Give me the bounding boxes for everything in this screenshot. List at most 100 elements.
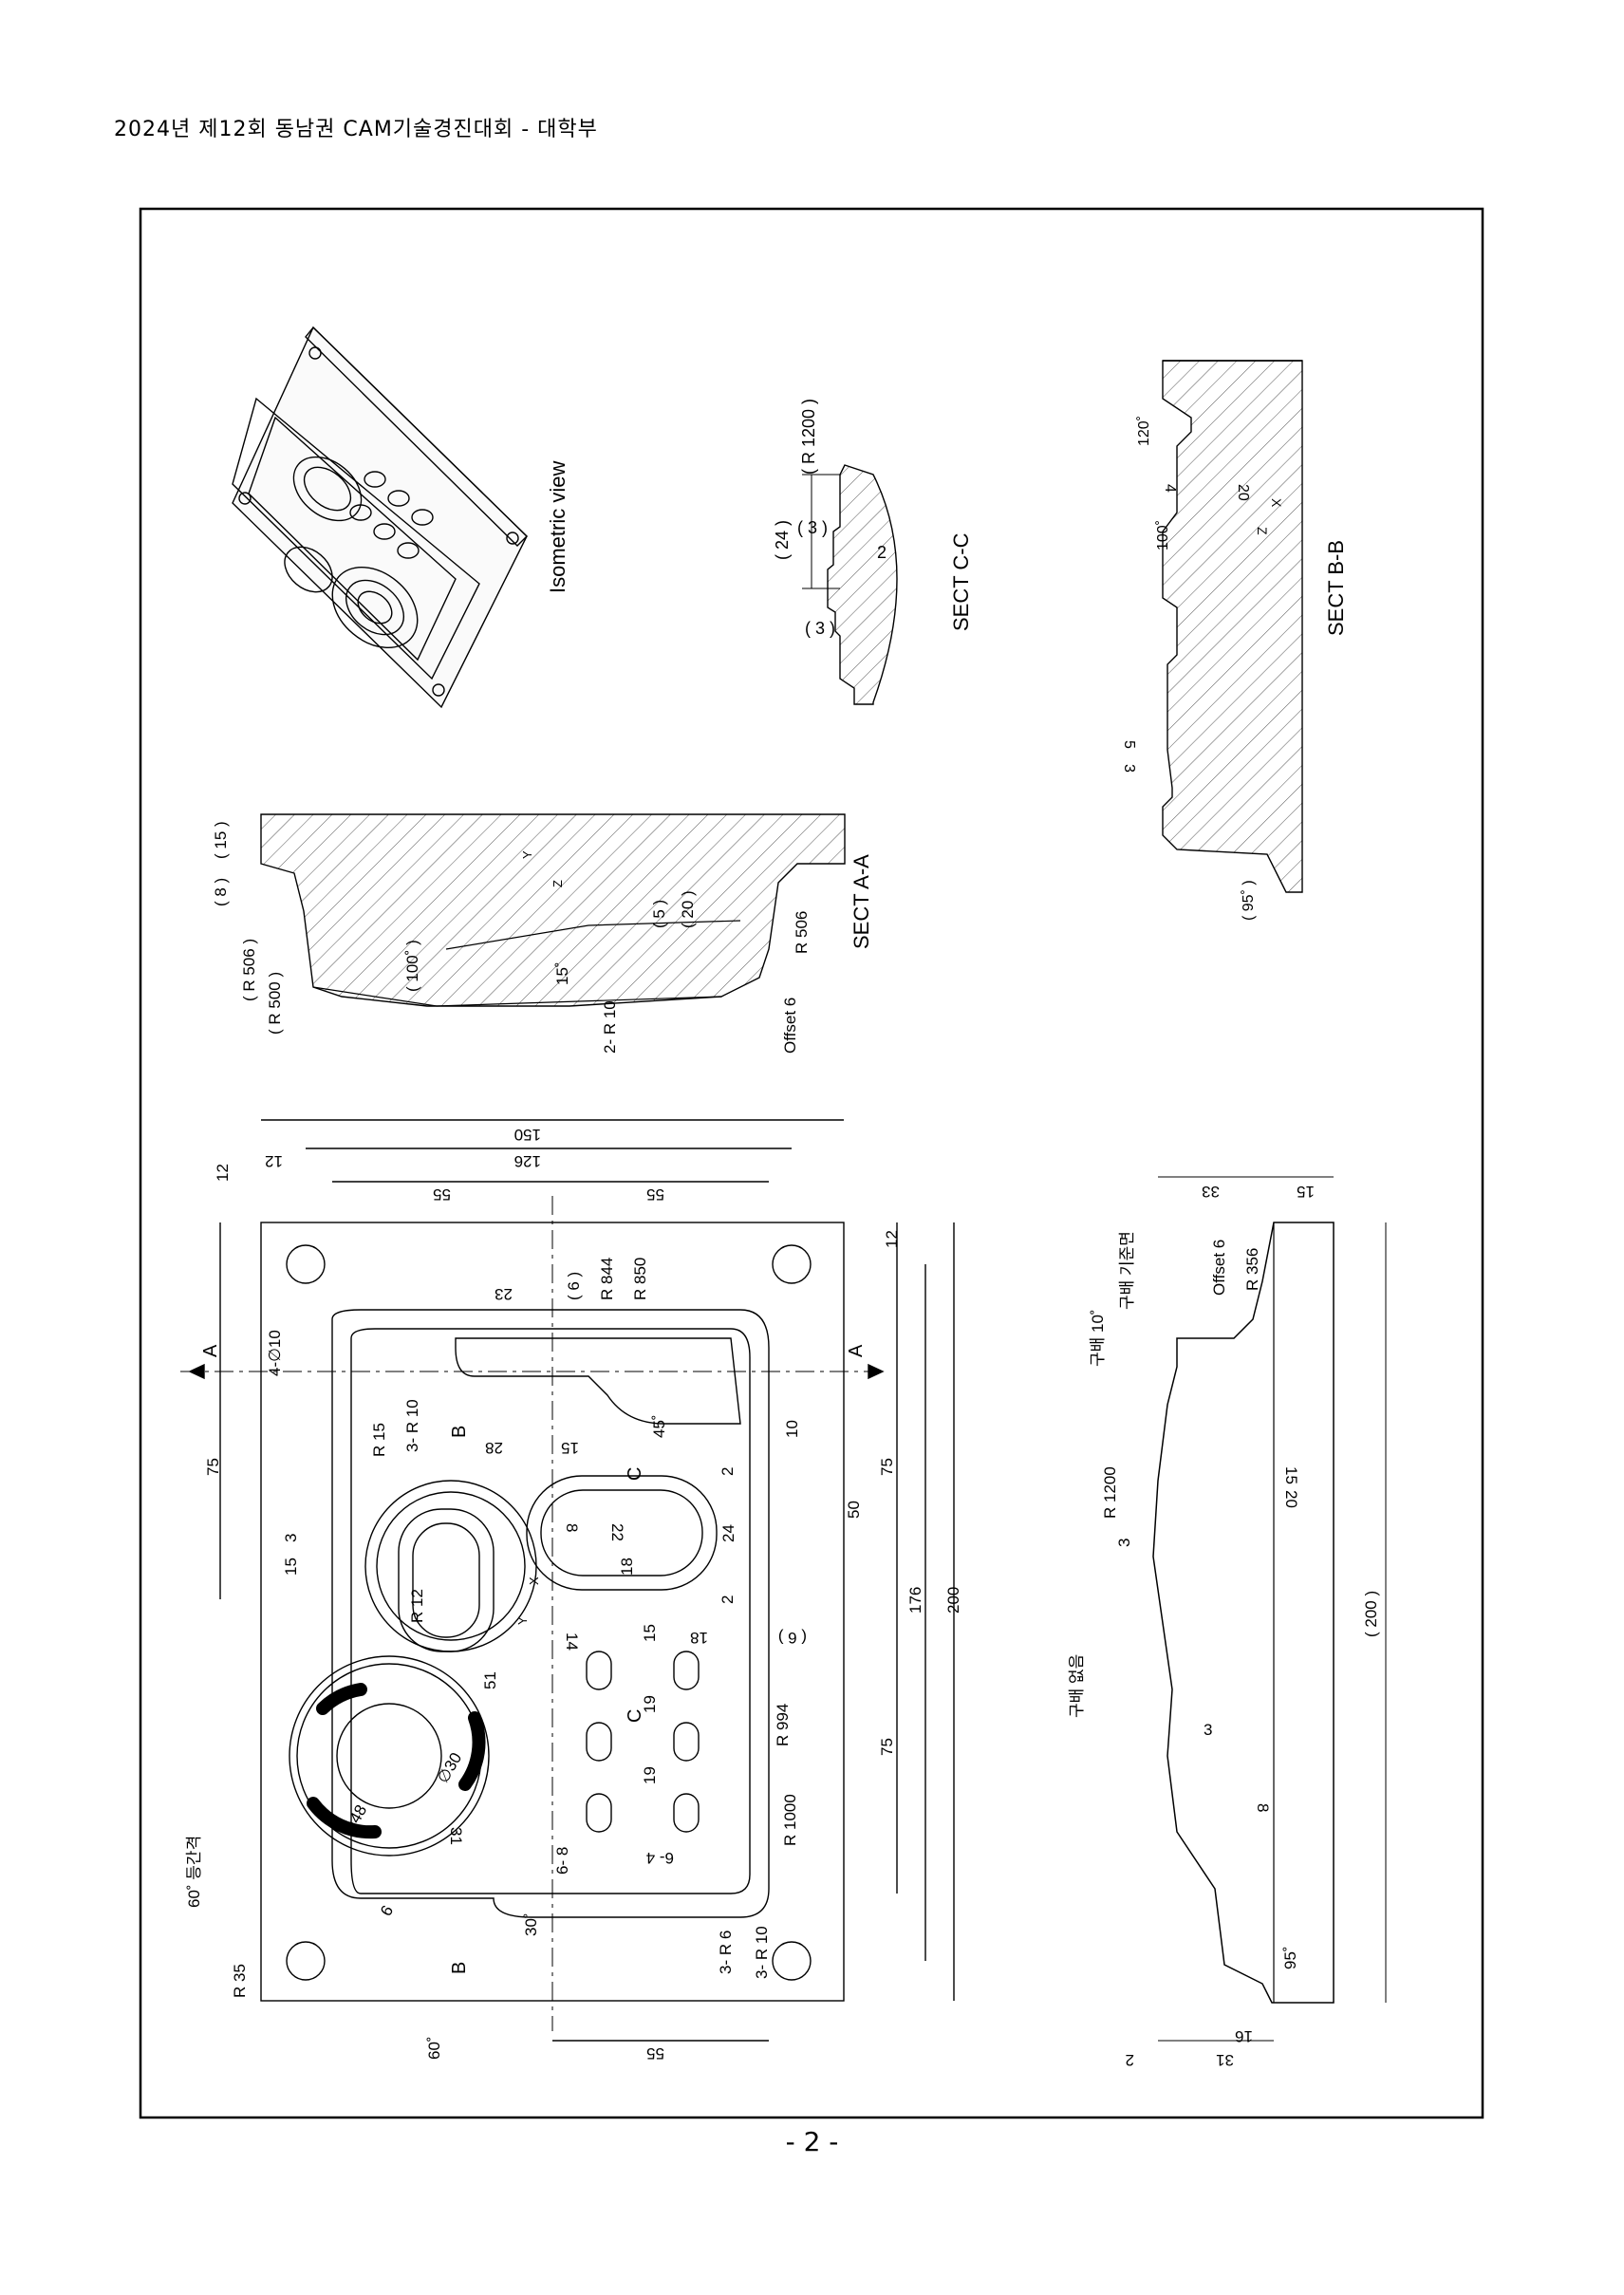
bb-d4: 4 [1162,484,1178,493]
bb-100: 100˚ [1155,520,1171,550]
side-3a: 3 [1115,1539,1133,1547]
side-2: 2 [1126,2051,1134,2069]
plan-r10b: 3- R 10 [753,1926,771,1979]
plan-2b: 2 [719,1595,737,1604]
aa-d20: ( 20 ) [679,890,697,928]
cc-d3b: ( 3 ) [805,619,835,638]
plan-126: 126 [514,1152,541,1170]
plan-r35: R 35 [231,1964,249,1998]
side-200: ( 200 ) [1362,1591,1380,1637]
plan-31: 31 [447,1827,465,1845]
plan-r994: R 994 [774,1704,792,1746]
aa-d5: ( 5 ) [650,900,668,928]
plan-r850: R 850 [631,1258,649,1300]
side-31: 31 [1216,2051,1234,2069]
plan-19b: 19 [641,1766,659,1784]
side-slope10: 구배 10˚ [1089,1309,1107,1367]
plan-a2: A [846,1344,867,1357]
cc-label: SECT C-C [949,532,973,631]
bb-x: X [1269,498,1284,508]
plan-60: 60˚ [425,2036,443,2060]
aa-off6: Offset 6 [781,998,799,1054]
plan-75b: 75 [878,1458,896,1476]
bb-d5: 5 [1121,740,1137,749]
cc-d2: 2 [877,543,887,562]
plan-64: 6- 4 [646,1849,674,1867]
plan-c: C [625,1467,645,1481]
bb-d20: 20 [1235,484,1251,501]
plan-6c: 6 [377,1902,397,1919]
plan-y: Y [515,1616,530,1625]
aa-z: Z [551,880,565,887]
plan-150: 150 [514,1126,541,1144]
aa-label: SECT A-A [849,854,873,949]
plan-r15: R 15 [370,1423,388,1457]
plan-6b: ( 6 ) [778,1629,807,1647]
side-section [1152,1176,1387,2042]
side-3b: 3 [1204,1721,1212,1739]
drawing-border [139,207,1484,2119]
plan-24: 24 [719,1524,737,1542]
bb-120: 120˚ [1136,416,1152,446]
side-20: 20 [1282,1490,1300,1508]
side-slope: 구배 기준면 [1118,1231,1136,1310]
bb-z: Z [1255,527,1270,535]
plan-14: 14 [563,1633,581,1651]
side-33: 33 [1202,1183,1220,1201]
plan-23: 23 [495,1285,513,1303]
plan-45: 45˚ [650,1414,668,1438]
plan-75c: 75 [878,1738,896,1756]
plan-18b: 18 [690,1629,708,1647]
side-95: 95˚ [1281,1946,1299,1969]
aa-y: Y [520,850,534,859]
plan-50: 50 [845,1501,863,1519]
aa-r10: 2- R 10 [601,1000,619,1054]
section-a-a [260,813,846,1007]
bb-label: SECT B-B [1324,540,1348,636]
cc-d24: ( 24 ) [773,520,792,560]
side-r356: R 356 [1243,1248,1261,1291]
side-noslope: 구배 없음 [1068,1654,1086,1718]
aa-a15: 15˚ [553,961,571,985]
aa-r506a: ( R 506 ) [240,939,258,1001]
isometric-label: Isometric view [546,461,569,593]
page-header: 2024년 제12회 동남권 CAM기술경진대회 - 대학부 [114,118,598,141]
side-off6: Offset 6 [1210,1240,1228,1296]
plan-b: B [449,1426,470,1438]
plan-hole: 4-∅10 [266,1330,284,1376]
aa-d15: ( 15 ) [212,821,230,859]
plan-19a: 19 [641,1695,659,1713]
plan-15c: 15 [641,1624,659,1642]
side-16: 16 [1235,2027,1253,2045]
plan-22: 22 [608,1523,626,1541]
aa-d100: ( 100˚ ) [403,940,421,992]
isometric-view [232,326,528,709]
aa-d8: ( 8 ) [212,878,230,906]
side-8: 8 [1254,1803,1272,1812]
plan-a: A [200,1344,221,1357]
plan-10: 10 [783,1420,801,1438]
plan-51: 51 [481,1671,499,1689]
plan-15b: 15 [282,1558,300,1576]
plan-75a: 75 [204,1458,222,1476]
plan-b2: B [449,1962,470,1974]
plan-60eq: 60˚ 등간격 [185,1836,203,1908]
plan-3: 3 [282,1534,300,1542]
plan-12a: 12 [265,1152,283,1170]
side-15b: 15 [1282,1466,1300,1484]
plan-c2: C [625,1709,645,1723]
plan-x: X [527,1577,541,1585]
cc-r1200: ( R 1200 ) [799,399,818,475]
bb-95: ( 95˚ ) [1241,880,1257,921]
page-number: - 2 - [785,2126,839,2157]
aa-r500: ( R 500 ) [266,972,284,1035]
plan-15a: 15 [561,1439,579,1457]
aa-r506b: R 506 [793,911,811,954]
plan-r12: R 12 [408,1589,426,1623]
plan-68: 6- 8 [553,1847,571,1875]
section-b-b [1162,360,1303,893]
plan-r6: 3- R 6 [717,1931,735,1974]
cc-d3a: ( 3 ) [797,518,828,537]
plan-r10: 3- R 10 [403,1399,421,1452]
plan-55b: 55 [646,1185,664,1203]
